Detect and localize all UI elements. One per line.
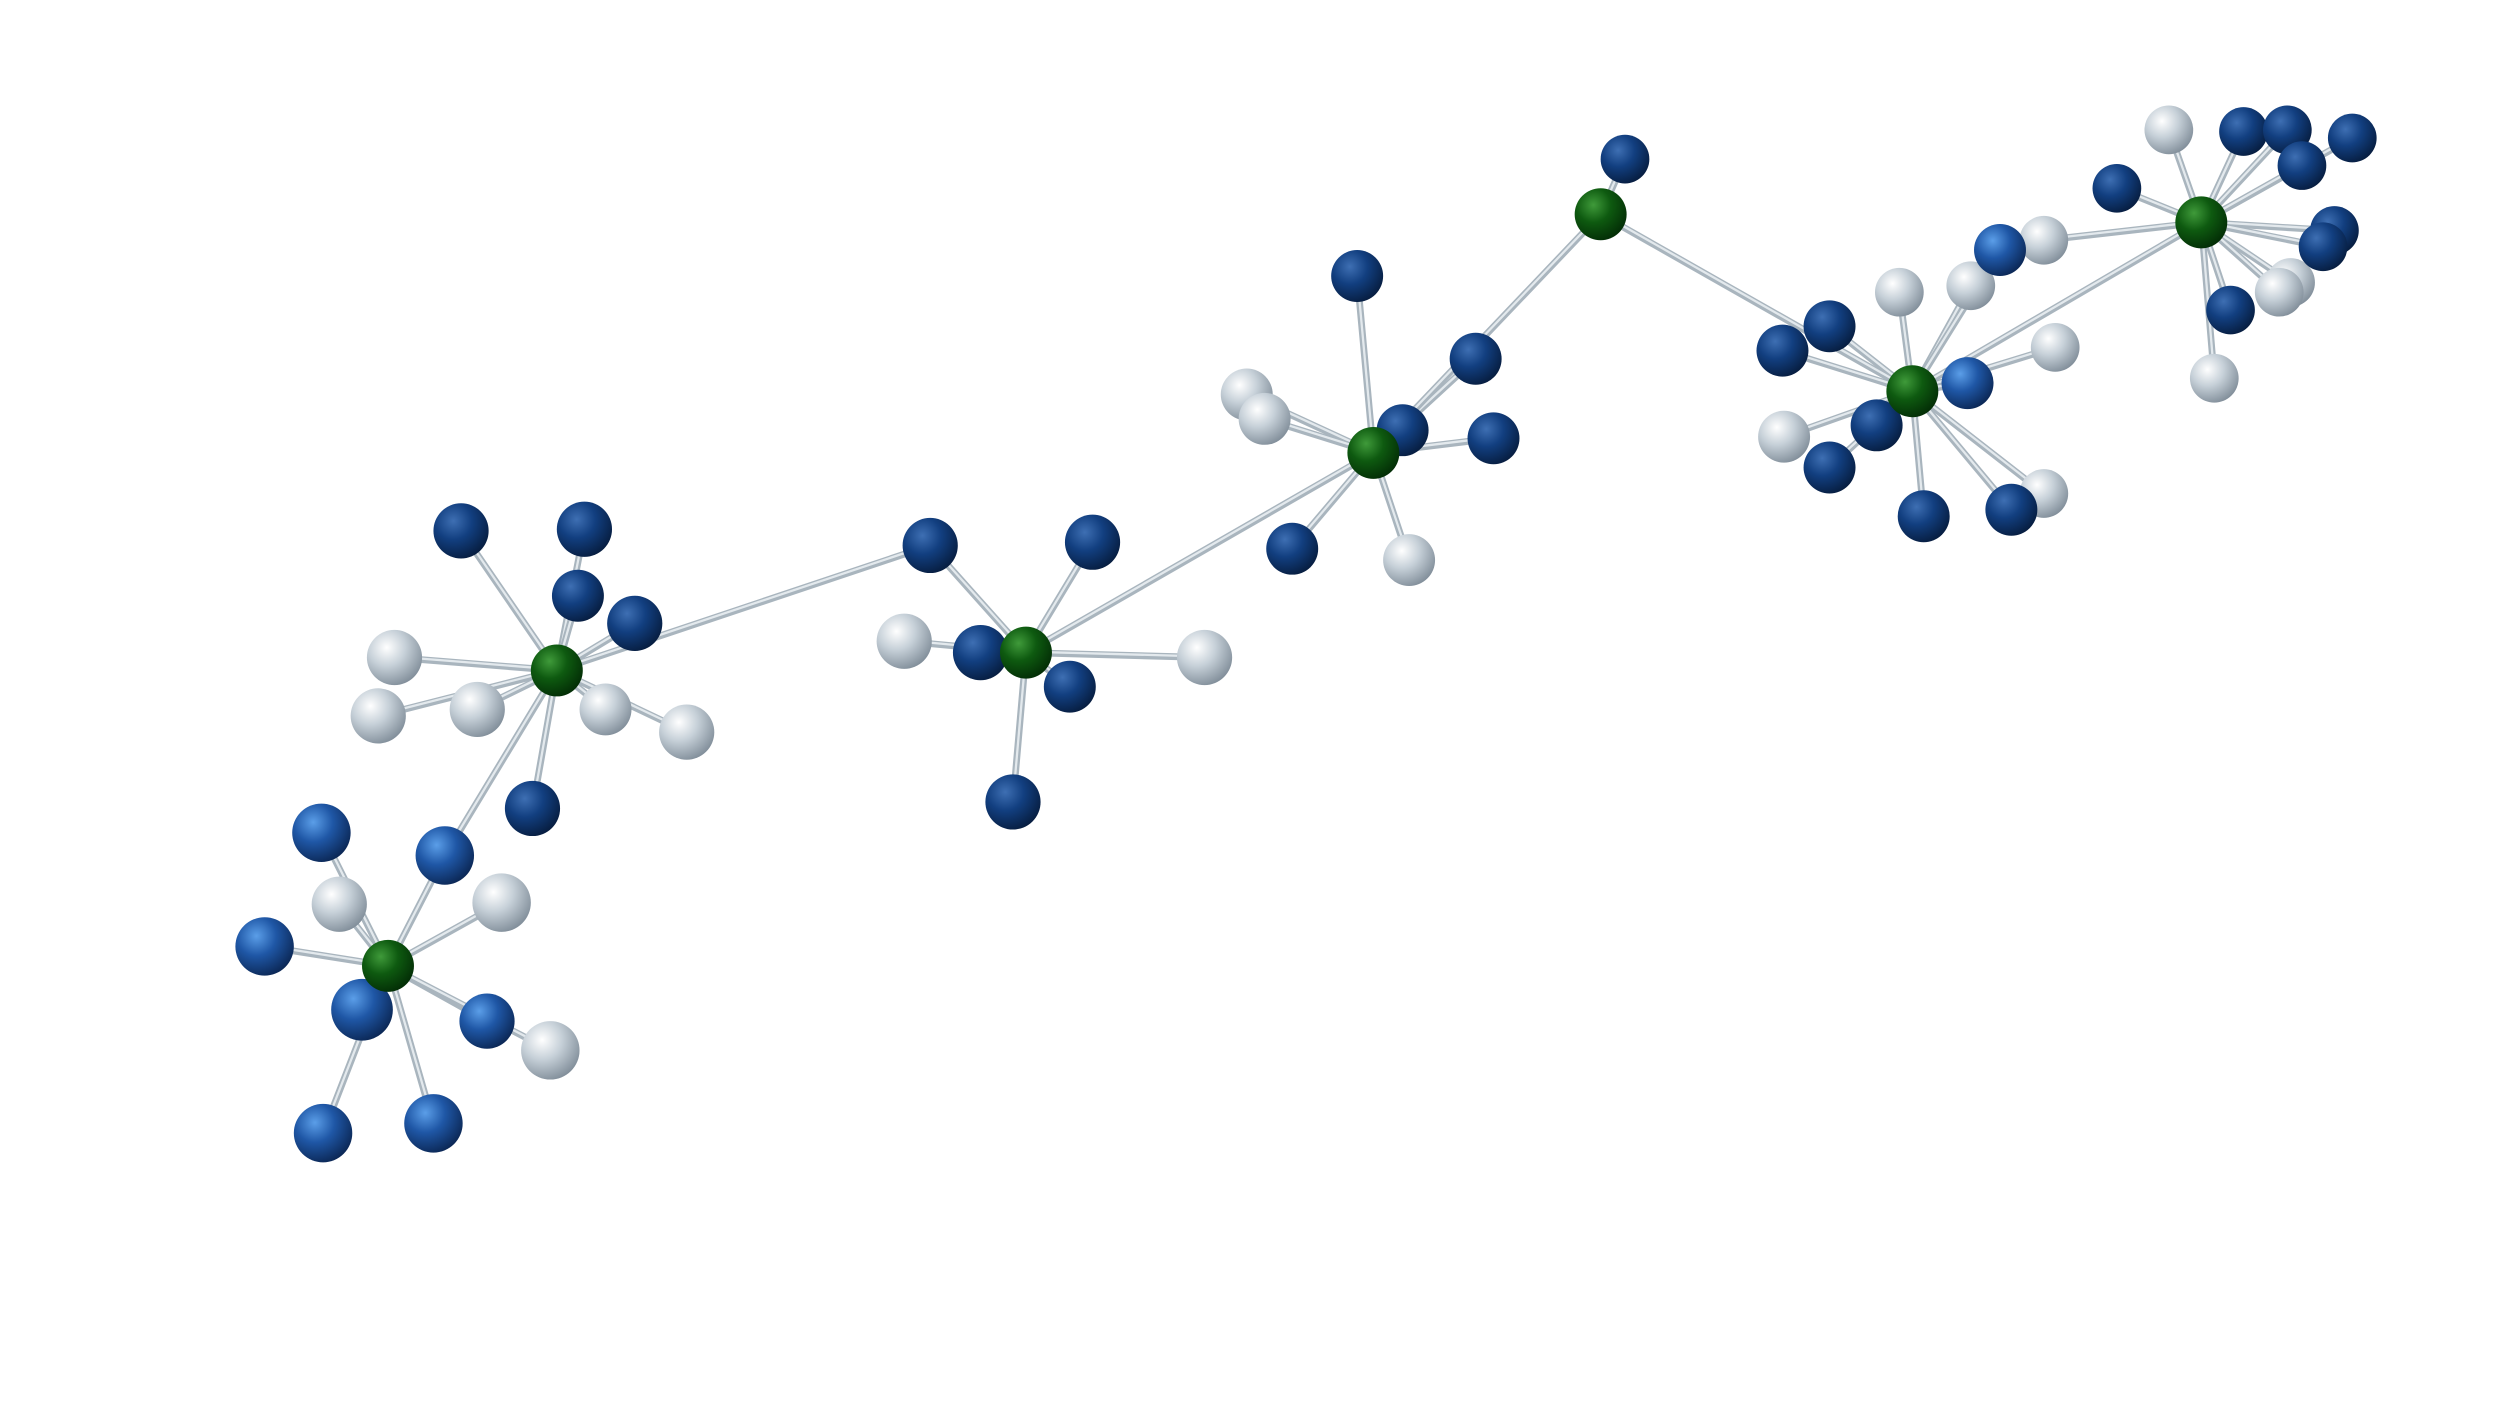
gray-node (1176, 629, 1233, 686)
leaf-rod-highlight (1356, 273, 1375, 454)
gray-node (1383, 534, 1436, 587)
navy-node (1803, 441, 1856, 494)
navy-node (2298, 222, 2348, 272)
navy-node (1266, 522, 1319, 575)
navy-node (607, 595, 663, 651)
navy-node (1043, 660, 1096, 713)
blue-node (1974, 224, 2026, 276)
gray-node (1875, 267, 1924, 317)
gray-node (311, 876, 367, 932)
hub-node (530, 644, 583, 697)
hub-link-rod-highlight (1024, 450, 1375, 653)
gray-node (876, 613, 932, 669)
leaf-rod-highlight (2042, 220, 2203, 241)
navy-node (2327, 113, 2377, 163)
navy-node (2206, 285, 2255, 335)
blue-node (293, 1103, 353, 1163)
navy-node (1449, 332, 1502, 385)
gray-node (2254, 267, 2304, 317)
gray-node (1946, 261, 1996, 311)
navy-node (1467, 412, 1520, 465)
gray-node (2030, 323, 2080, 372)
connection-rods (261, 126, 2356, 1137)
hub-node (362, 939, 414, 992)
blue-node (415, 826, 475, 885)
navy-node (551, 569, 604, 622)
gray-node (1758, 410, 1811, 463)
navy-node (902, 517, 958, 574)
hub-node (1886, 365, 1939, 418)
hub-node (1000, 626, 1052, 679)
blue-node (1941, 357, 1994, 410)
blue-node (292, 803, 351, 863)
navy-node (1756, 324, 1809, 377)
navy-node (985, 774, 1041, 830)
blue-node (331, 978, 393, 1041)
blue-node (459, 993, 515, 1049)
blue-node (235, 917, 294, 976)
gray-node (521, 1021, 580, 1080)
hub-node (2175, 196, 2228, 249)
navy-node (952, 625, 1009, 681)
gray-node (472, 873, 531, 932)
gray-node (2019, 215, 2069, 265)
leaf-rod-highlight (1911, 389, 2045, 494)
hub-node (1347, 426, 1400, 479)
navy-node (2092, 163, 2142, 213)
navy-node (1985, 483, 2038, 536)
gray-node (2144, 105, 2194, 155)
navy-node (1897, 490, 1950, 543)
hub-node (1574, 188, 1627, 241)
navy-node (1331, 250, 1384, 302)
hub-link-rod-highlight (443, 668, 558, 856)
navy-node (1600, 134, 1650, 184)
gray-node (2189, 353, 2239, 403)
navy-node (2277, 141, 2327, 190)
gray-node (1238, 392, 1291, 445)
leaf-rod-highlight (1024, 650, 1206, 658)
hub-link-rod-highlight (1599, 212, 1914, 392)
navy-node (1803, 300, 1856, 353)
navy-node (1064, 514, 1121, 570)
gray-node (449, 681, 505, 738)
navy-node (2219, 107, 2268, 156)
gray-node (366, 629, 423, 686)
gray-node (579, 683, 632, 736)
blue-node (404, 1094, 463, 1153)
navy-node (433, 503, 489, 559)
hub-link-rod-highlight (555, 543, 932, 671)
gray-node (659, 704, 715, 760)
navy-node (504, 780, 561, 837)
navy-node (556, 501, 613, 557)
navy-node (1850, 399, 1903, 452)
gray-node (350, 688, 406, 744)
graph-nodes (235, 105, 2377, 1163)
